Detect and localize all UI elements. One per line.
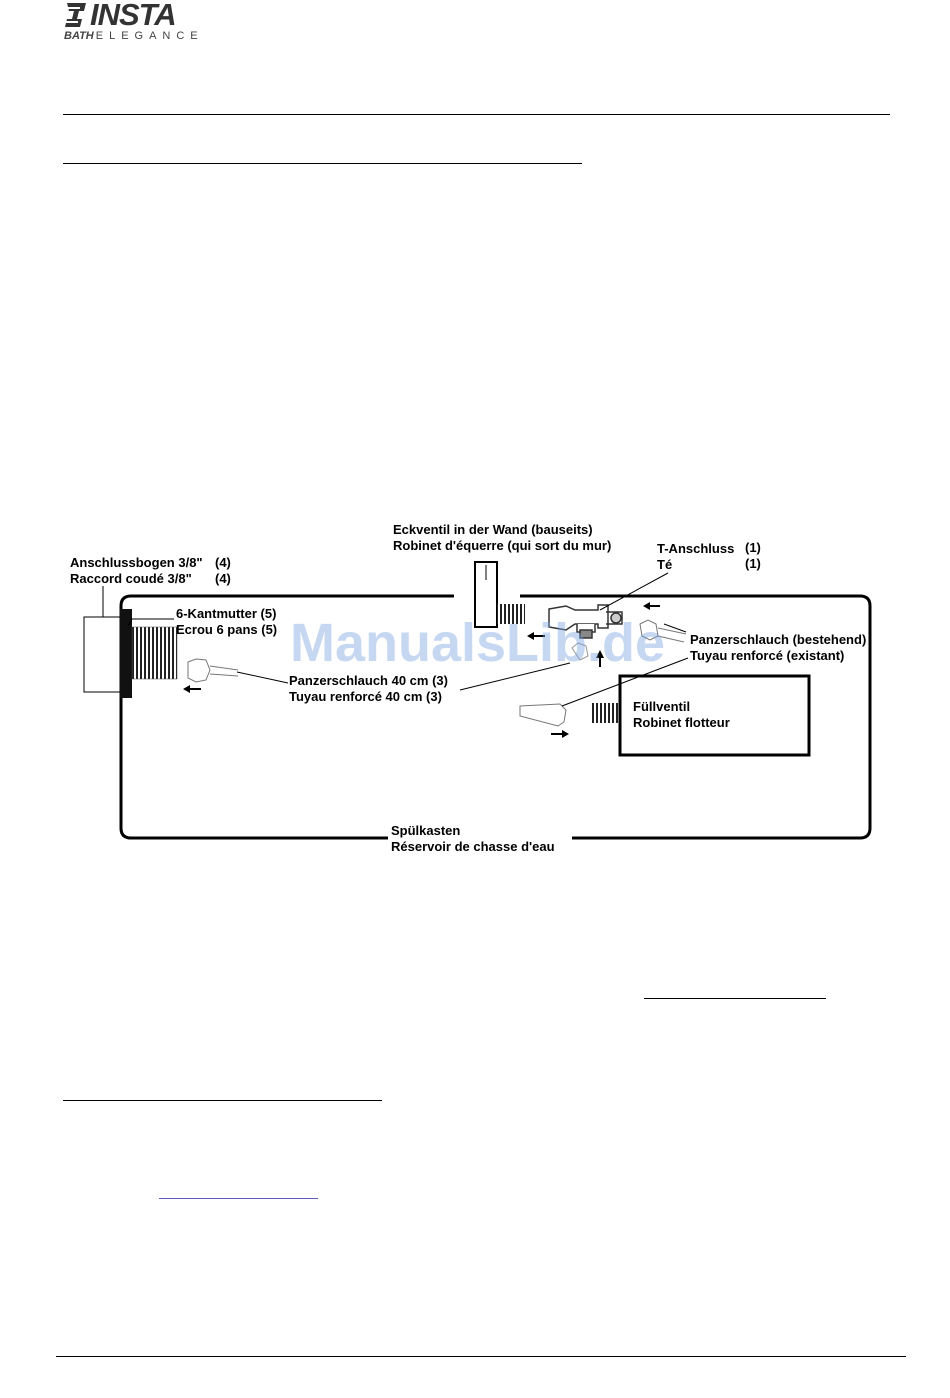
label-hose-40cm-fr: Tuyau renforcé 40 cm (3) bbox=[289, 689, 442, 704]
label-fill-valve-de: Füllventil bbox=[633, 699, 691, 714]
label-hex-nut: 6-Kantmutter (5) Ecrou 6 pans (5) bbox=[176, 606, 277, 638]
label-hex-nut-de: 6-Kantmutter (5) bbox=[176, 606, 277, 621]
link-underline[interactable] bbox=[159, 1198, 318, 1199]
label-connection-bend-num-fr: (4) bbox=[215, 571, 231, 586]
arrow-right-icon bbox=[551, 730, 569, 738]
heading-underline-2 bbox=[63, 1100, 382, 1101]
cistern-outline bbox=[119, 594, 872, 840]
label-t-connector: T-Anschluss Té bbox=[657, 541, 734, 573]
label-connection-bend-de: Anschlussbogen 3/8" bbox=[70, 555, 203, 570]
label-t-connector-num-de: (1) bbox=[745, 540, 761, 555]
label-angle-valve-fr: Robinet d'équerre (qui sort du mur) bbox=[393, 538, 612, 553]
label-cistern-fr: Réservoir de chasse d'eau bbox=[391, 839, 555, 854]
header-rule bbox=[63, 114, 890, 115]
valve-thread-part bbox=[497, 604, 525, 624]
arrow-left-icon bbox=[183, 685, 201, 693]
t-connector-part bbox=[548, 604, 623, 639]
arrow-left-icon bbox=[643, 602, 660, 610]
label-existing-hose: Panzerschlauch (bestehend) Tuyau renforc… bbox=[690, 632, 866, 664]
heading-underline-1 bbox=[63, 163, 582, 164]
label-t-connector-num-fr: (1) bbox=[745, 556, 761, 571]
label-cistern-de: Spülkasten bbox=[391, 823, 461, 838]
logo-wordmark: INSTA bbox=[90, 0, 177, 32]
connection-bend-part bbox=[83, 616, 121, 693]
hex-nut-part bbox=[120, 609, 132, 698]
t-outlet-nut bbox=[571, 642, 589, 661]
watermark: ManualsLib.de bbox=[290, 613, 666, 673]
hose-nut-left bbox=[187, 658, 239, 683]
hose-nut-lower bbox=[519, 703, 567, 727]
label-connection-bend-num-de: (4) bbox=[215, 555, 231, 570]
label-connection-bend: Anschlussbogen 3/8" Raccord coudé 3/8" bbox=[70, 555, 203, 587]
label-existing-hose-fr: Tuyau renforcé (existant) bbox=[690, 648, 845, 663]
label-fill-valve-fr: Robinet flotteur bbox=[633, 715, 730, 730]
wall-angle-valve bbox=[474, 561, 498, 628]
leader-lines bbox=[102, 572, 689, 707]
footer-rule bbox=[56, 1356, 906, 1357]
label-hose-40cm: Panzerschlauch 40 cm (3) Tuyau renforcé … bbox=[289, 673, 448, 705]
label-t-connector-fr: Té bbox=[657, 557, 673, 572]
installation-diagram bbox=[83, 561, 872, 840]
label-angle-valve-de: Eckventil in der Wand (bauseits) bbox=[393, 522, 593, 537]
label-connection-bend-fr: Raccord coudé 3/8" bbox=[70, 571, 192, 586]
label-fill-valve: Füllventil Robinet flotteur bbox=[633, 699, 730, 731]
threaded-pipe-part bbox=[131, 626, 178, 680]
label-cistern: Spülkasten Réservoir de chasse d'eau bbox=[391, 823, 555, 855]
label-t-connector-de: T-Anschluss bbox=[657, 541, 735, 556]
fill-valve-box bbox=[618, 674, 811, 757]
label-hex-nut-fr: Ecrou 6 pans (5) bbox=[176, 622, 278, 637]
label-angle-valve: Eckventil in der Wand (bauseits) Robinet… bbox=[393, 522, 611, 554]
label-existing-hose-de: Panzerschlauch (bestehend) bbox=[690, 632, 867, 647]
fill-valve-thread bbox=[590, 703, 618, 723]
label-hose-40cm-de: Panzerschlauch 40 cm (3) bbox=[289, 673, 448, 688]
text-underline bbox=[644, 998, 826, 999]
arrow-up-icon bbox=[596, 650, 604, 667]
arrow-left-icon bbox=[527, 632, 545, 640]
existing-hose-nut bbox=[639, 619, 687, 643]
logo-cross-icon bbox=[64, 1, 88, 29]
